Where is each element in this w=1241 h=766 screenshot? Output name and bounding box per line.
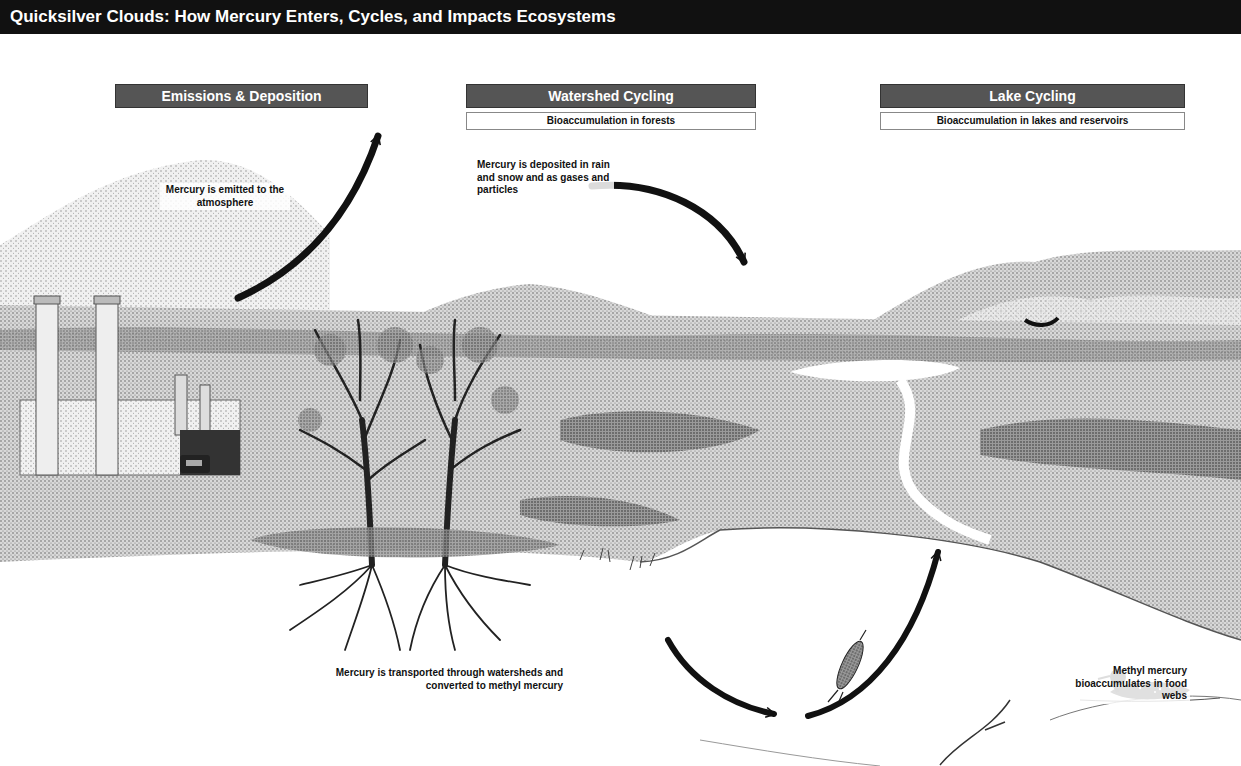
annotation-label: Mercury is transported through watershed… — [296, 666, 566, 693]
annotation-label: Mercury is deposited in rain and snow an… — [474, 158, 614, 198]
subtitle-box: Bioaccumulation in forests — [466, 112, 756, 130]
node-text: Bioaccumulation in lakes and reservoirs — [931, 113, 1135, 129]
section-header: Emissions & Deposition — [115, 84, 368, 108]
node-text: Bioaccumulation in forests — [541, 113, 681, 129]
subtitle-box: Bioaccumulation in lakes and reservoirs — [880, 112, 1185, 130]
node-text: Watershed Cycling — [542, 86, 680, 107]
annotation-label: Mercury is emitted to the atmosphere — [160, 183, 290, 210]
section-header: Watershed Cycling — [466, 84, 756, 108]
node-text: Lake Cycling — [983, 86, 1081, 107]
node-text: Emissions & Deposition — [155, 86, 327, 107]
title-text: Quicksilver Clouds: How Mercury Enters, … — [10, 7, 616, 27]
annotation-label: Methyl mercury bioaccumulates in food we… — [1072, 664, 1190, 704]
title-bar: Quicksilver Clouds: How Mercury Enters, … — [0, 0, 1241, 34]
section-header: Lake Cycling — [880, 84, 1185, 108]
